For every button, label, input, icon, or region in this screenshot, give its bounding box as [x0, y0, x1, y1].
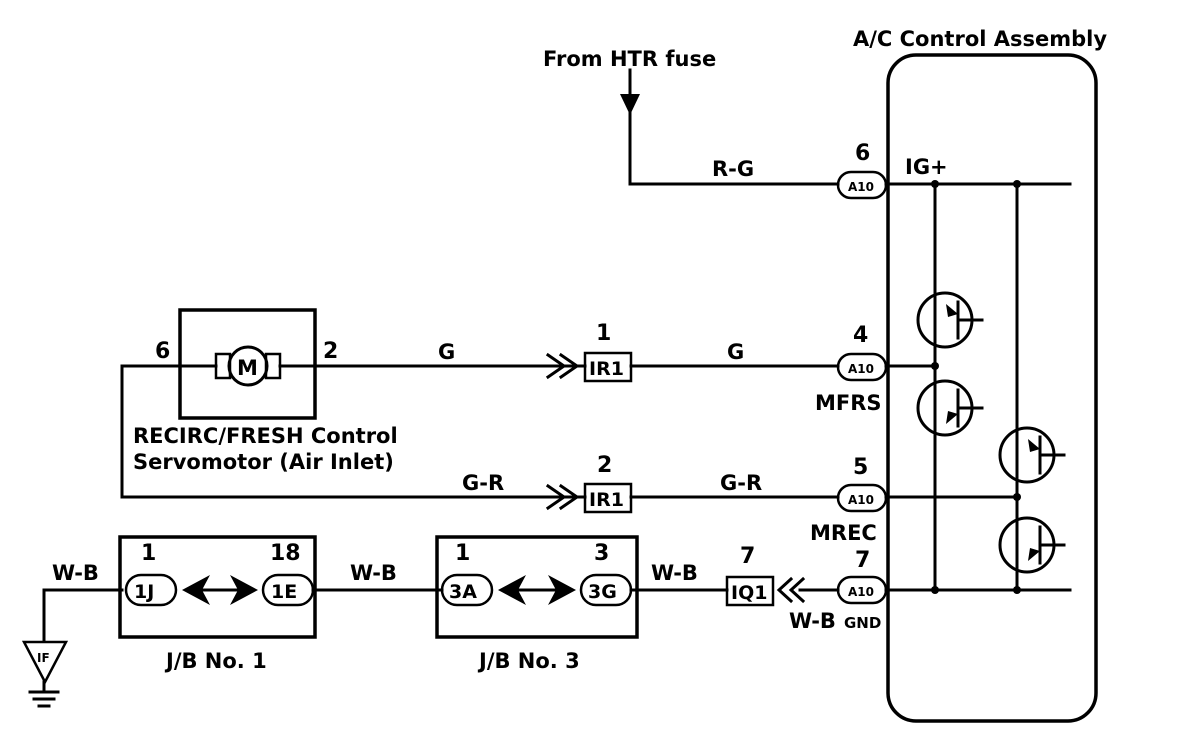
servomotor-label-line2: Servomotor (Air Inlet) [133, 450, 394, 474]
connector-arrow-icon [776, 576, 794, 604]
gr-wire-left [120, 364, 587, 499]
jb3-3g-label: 3G [588, 581, 617, 603]
rg-wire-label: R-G [712, 157, 754, 181]
ground-wire [42, 588, 124, 642]
ir1-pin1-number: 1 [596, 321, 611, 346]
junction-dot [1013, 493, 1021, 501]
iq1-pin7-number: 7 [740, 544, 755, 569]
jb3-label: J/B No. 3 [477, 649, 580, 673]
arrow-right-icon [548, 575, 576, 605]
htr-fuse-label: From HTR fuse [543, 47, 716, 71]
jb1-box [118, 535, 317, 639]
connector-arrow-icon [545, 483, 567, 511]
ir1-pin1-label: IR1 [589, 358, 624, 380]
arrow-right-icon [230, 575, 258, 605]
a10-pin4-number: 4 [853, 323, 868, 348]
transistor-icon [916, 291, 984, 349]
transistor-icon [916, 379, 984, 437]
connector-arrow-icon [545, 352, 567, 380]
connector-arrow-icon [558, 352, 580, 380]
g-wire-label-left: G [438, 340, 455, 364]
junction-dot [931, 180, 939, 188]
junction-dot [931, 586, 939, 594]
a10-pin5-label: A10 [848, 493, 874, 507]
gr-wire-label-left: G-R [462, 471, 504, 495]
junction-dot [1013, 180, 1021, 188]
jb1-1e-label: 1E [271, 581, 297, 603]
gnd-terminal-wb: W-B [789, 609, 836, 633]
ac-control-assembly-label: A/C Control Assembly [853, 27, 1107, 51]
junction-dot [931, 362, 939, 370]
transistor-icon [998, 516, 1066, 574]
arrow-left-icon [498, 575, 526, 605]
a10-pin6-label: A10 [848, 180, 874, 194]
jb1-1j-connector [124, 573, 178, 607]
motor-pin2: 2 [323, 339, 338, 364]
ground-icon: IF [21, 640, 69, 708]
motor-pin6: 6 [155, 339, 170, 364]
htr-arrow-icon [620, 94, 640, 115]
jb3-3a-connector [440, 573, 494, 607]
svg-text:M: M [237, 356, 258, 380]
junction-dot [1013, 586, 1021, 594]
jb3-pin3-number: 3 [594, 541, 609, 566]
servomotor-label-line1: RECIRC/FRESH Control [133, 424, 398, 448]
gr-wire-label-right: G-R [720, 471, 762, 495]
jb1-1j-label: 1J [134, 581, 154, 603]
jb3-box [435, 535, 639, 639]
wb-wire-label-right: W-B [651, 561, 698, 585]
jb3-3a-label: 3A [449, 581, 477, 603]
a10-pin7-number: 7 [855, 548, 870, 573]
ig-terminal-label: IG+ [905, 155, 948, 179]
jb1-label: J/B No. 1 [164, 649, 267, 673]
connector-arrow-icon [558, 483, 580, 511]
jb1-pin18-number: 18 [270, 541, 301, 566]
iq1-connector [725, 575, 775, 607]
mfrs-terminal-label: MFRS [815, 391, 882, 415]
mrec-terminal-label: MREC [810, 521, 877, 545]
ir1-pin2-number: 2 [597, 453, 612, 478]
wb-wire-label-mid: W-B [350, 561, 397, 585]
svg-text:IF: IF [37, 651, 50, 665]
servomotor-box [178, 308, 317, 420]
ground-wire-label: W-B [52, 561, 99, 585]
a10-pin7-label: A10 [848, 585, 874, 599]
a10-pin5-number: 5 [853, 455, 868, 480]
jb1-pin1-number: 1 [141, 541, 156, 566]
arrow-left-icon [182, 575, 210, 605]
a10-pin6-number: 6 [855, 141, 870, 166]
transistor-icon [998, 426, 1066, 484]
g-wire-label-right: G [727, 340, 744, 364]
jb3-pin1-number: 1 [455, 541, 470, 566]
connector-arrow-icon [788, 576, 806, 604]
ir1-pin2-label: IR1 [589, 489, 624, 511]
gnd-terminal-label: GND [844, 614, 881, 632]
a10-pin4-label: A10 [848, 362, 874, 376]
ac-control-assembly-box [886, 53, 1098, 723]
motor-icon: M [214, 345, 282, 387]
iq1-label: IQ1 [731, 582, 767, 604]
